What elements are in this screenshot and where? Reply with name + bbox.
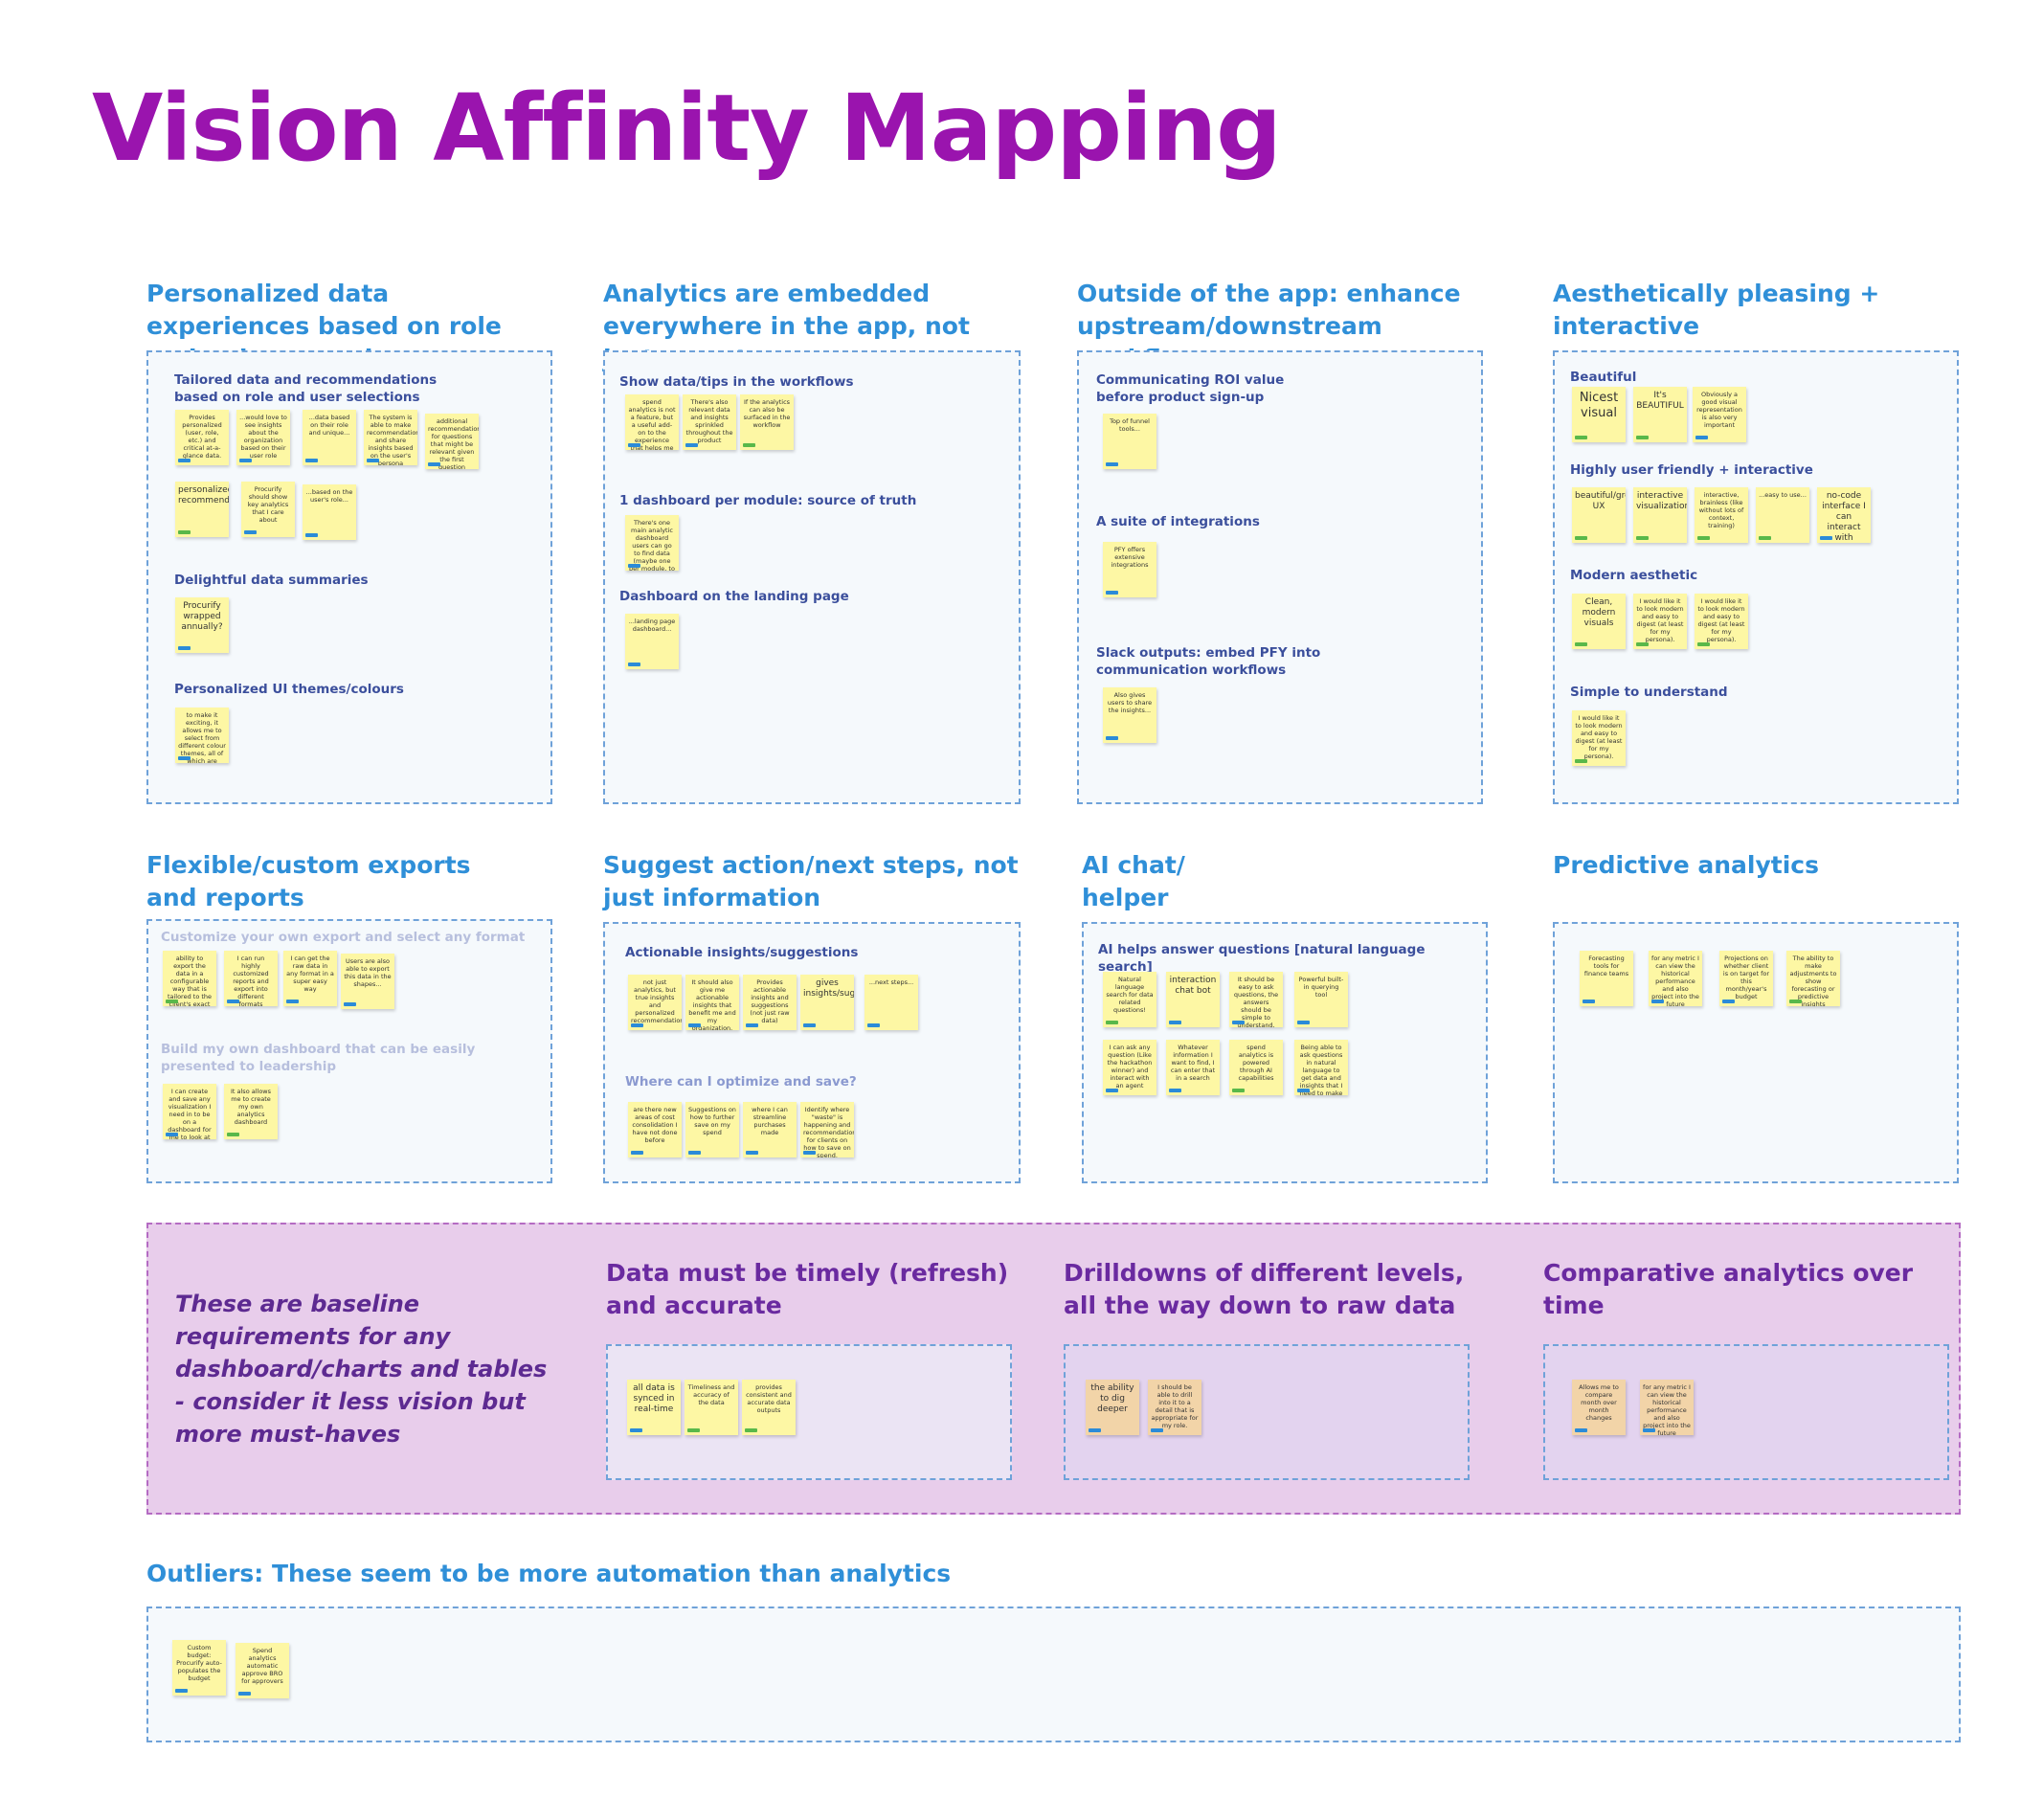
sticky-note: Powerful built-in querying tool <box>1294 972 1348 1027</box>
sticky-note: If the analytics can also be surfaced in… <box>740 394 794 450</box>
sticky-note: I would like it to look modern and easy … <box>1633 594 1687 649</box>
subgroup-label: Beautiful <box>1570 370 1637 385</box>
sticky-note: additional recommendations for questions… <box>425 414 479 469</box>
sticky-note: Custom budget: Procurify auto-populates … <box>172 1640 226 1696</box>
subgroup-label: Dashboard on the landing page <box>619 589 849 604</box>
baseline-note: These are baseline requirements for any … <box>175 1291 548 1448</box>
sticky-note: I should be able to drill into it to a d… <box>1148 1380 1201 1435</box>
sticky-note: interactive, brainless (like without lot… <box>1695 487 1748 543</box>
sticky-note: The system is able to make recommendatio… <box>364 410 417 465</box>
sticky-note: I would like it to look modern and easy … <box>1572 710 1626 766</box>
sticky-note: for any metric I can view the historical… <box>1640 1380 1694 1435</box>
sticky-note: I can create and save any visualization … <box>163 1084 216 1139</box>
sticky-note: Clean, modern visuals <box>1572 594 1626 649</box>
sticky-note: I can run highly customized reports and … <box>224 951 278 1006</box>
sticky-note: gives insights/suggestion <box>800 975 854 1030</box>
sticky-note: all data is synced in real-time <box>627 1380 681 1435</box>
sticky-note: ...landing page dashboard... <box>625 614 679 669</box>
sticky-note: ...next steps... <box>864 975 918 1030</box>
subgroup-label: Personalized UI themes/colours <box>174 682 404 697</box>
sticky-note: It's BEAUTIFUL <box>1633 387 1687 442</box>
cluster-heading-predictive: Predictive analytics <box>1553 851 1819 879</box>
sticky-note: the ability to dig deeper <box>1086 1380 1139 1435</box>
sticky-note: beautiful/great UX <box>1572 487 1626 543</box>
subgroup-label: AI helps answer questions [natural langu… <box>1098 942 1426 975</box>
sticky-note: Procurify wrapped annually? <box>175 597 229 653</box>
subgroup-label: Communicating ROI value before product s… <box>1096 372 1285 405</box>
sticky-note: It should also give me actionable insigh… <box>685 975 739 1030</box>
sticky-note: Suggestions on how to further save on my… <box>685 1102 739 1157</box>
sticky-note: Users are also able to export this data … <box>341 954 394 1009</box>
sticky-note: ...would love to see insights about the … <box>236 410 290 465</box>
sticky-note: It should be easy to ask questions, the … <box>1229 972 1283 1027</box>
sticky-note: ...data based on their role and unique..… <box>303 410 356 465</box>
sticky-note: I can get the raw data in any format in … <box>283 951 337 1006</box>
sticky-note: Projections on whether client is on targ… <box>1719 951 1773 1006</box>
sticky-note: are there new areas of cost consolidatio… <box>628 1102 682 1157</box>
sticky-note: Procurify should show key analytics that… <box>241 482 295 537</box>
subgroup-label: Slack outputs: embed PFY into communicat… <box>1096 645 1321 678</box>
sticky-note: PFY offers extensive integrations <box>1103 542 1156 597</box>
sticky-note: for any metric I can view the historical… <box>1649 951 1702 1006</box>
subgroup-label: Tailored data and recommendations based … <box>174 372 438 405</box>
sticky-note: ability to export the data in a configur… <box>163 951 216 1006</box>
subgroup-label: Highly user friendly + interactive <box>1570 462 1813 478</box>
sticky-note: ...easy to use... <box>1756 487 1809 543</box>
sticky-note: provides consistent and accurate data ou… <box>742 1380 796 1435</box>
cluster-box-outliers <box>146 1607 1961 1742</box>
sticky-note: where I can streamline purchases made <box>743 1102 797 1157</box>
sticky-note: to make it exciting, it allows me to sel… <box>175 708 229 763</box>
sticky-note: Top of funnel tools... <box>1103 414 1156 469</box>
subgroup-label: Delightful data summaries <box>174 573 369 588</box>
sticky-note: spend analytics is powered through AI ca… <box>1229 1040 1283 1095</box>
sticky-note: interaction chat bot <box>1166 972 1220 1027</box>
sticky-note: no-code interface I can interact with <box>1817 487 1871 543</box>
subgroup-label: Actionable insights/suggestions <box>625 945 859 960</box>
sticky-note: There's one main analytic dashboard user… <box>625 515 679 571</box>
sticky-note: Natural language search for data related… <box>1103 972 1156 1027</box>
sticky-note: Timeliness and accuracy of the data <box>685 1380 738 1435</box>
subgroup-label: A suite of integrations <box>1096 514 1260 529</box>
subgroup-label: Modern aesthetic <box>1570 568 1698 583</box>
sticky-note: interactive visualizations. <box>1633 487 1687 543</box>
subgroup-label: Simple to understand <box>1570 685 1728 700</box>
sticky-note: not just analytics, but true insights an… <box>628 975 682 1030</box>
cluster-heading-timely: Data must be timely (refresh) and accura… <box>606 1259 1009 1319</box>
sticky-note: I can ask any question (Like the hackath… <box>1103 1040 1156 1095</box>
subgroup-label: Build my own dashboard that can be easil… <box>161 1042 476 1074</box>
sticky-note: Nicest visual <box>1572 387 1626 442</box>
cluster-heading-suggest: Suggest action/next steps, not just info… <box>603 851 1019 911</box>
cluster-heading-ai: AI chat/ helper <box>1082 851 1185 911</box>
sticky-note: personalized recommendations <box>175 482 229 537</box>
sticky-note: Allows me to compare month over month ch… <box>1572 1380 1626 1435</box>
sticky-note: I would like it to look modern and easy … <box>1695 594 1748 649</box>
sticky-note: Whatever information I want to find, I c… <box>1166 1040 1220 1095</box>
sticky-note: Being able to ask questions in natural l… <box>1294 1040 1348 1095</box>
subgroup-label: 1 dashboard per module: source of truth <box>619 493 917 508</box>
sticky-note: spend analytics is not a feature, but a … <box>625 394 679 450</box>
sticky-note: Also gives users to share the insights..… <box>1103 687 1156 743</box>
subgroup-label: Show data/tips in the workflows <box>619 374 854 390</box>
subgroup-label: Customize your own export and select any… <box>161 930 526 945</box>
cluster-heading-aesthetic: Aesthetically pleasing + interactive <box>1553 280 1880 340</box>
subgroup-label: Where can I optimize and save? <box>625 1074 857 1090</box>
sticky-note: Provides personalized (user, role, etc.)… <box>175 410 229 465</box>
sticky-note: Obviously a good visual representation i… <box>1693 387 1746 442</box>
cluster-heading-outliers: Outliers: These seem to be more automati… <box>146 1560 952 1587</box>
sticky-note: Forecasting tools for finance teams <box>1580 951 1633 1006</box>
cluster-heading-comparative: Comparative analytics over time <box>1543 1259 1914 1319</box>
sticky-note: Spend analytics automatic approve BRO fo… <box>236 1643 289 1698</box>
sticky-note: The ability to make adjustments to show … <box>1786 951 1840 1006</box>
sticky-note: Identify where "waste" is happening and … <box>800 1102 854 1157</box>
page-title: Vision Affinity Mapping <box>92 75 1282 182</box>
sticky-note: Provides actionable insights and suggest… <box>743 975 797 1030</box>
sticky-note: There's also relevant data and insights … <box>683 394 736 450</box>
cluster-heading-exports: Flexible/custom exports and reports <box>146 851 471 911</box>
sticky-note: It also allows me to create my own analy… <box>224 1084 278 1139</box>
cluster-heading-drilldowns: Drilldowns of different levels, all the … <box>1064 1259 1465 1319</box>
sticky-note: ...based on the user's role... <box>303 484 356 540</box>
